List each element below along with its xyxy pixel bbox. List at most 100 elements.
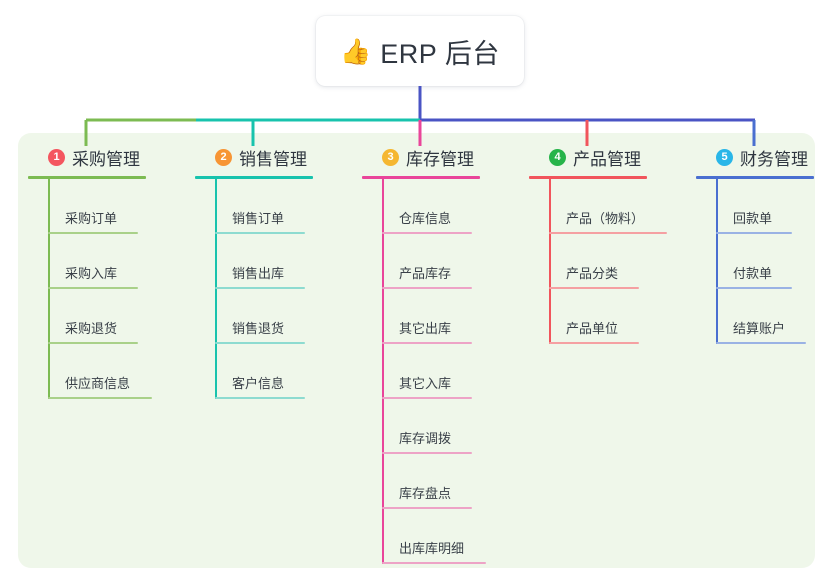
branch-item-label: 产品（物料） bbox=[566, 211, 645, 226]
branch-item-rule bbox=[48, 287, 138, 289]
branch-header-1[interactable]: 1 采购管理 bbox=[28, 144, 146, 170]
branch-item-label: 产品单位 bbox=[566, 321, 619, 336]
branch-spine bbox=[382, 179, 384, 564]
branch-header-rule bbox=[195, 176, 313, 179]
branch-item-label: 出库库明细 bbox=[399, 541, 465, 556]
branch-item[interactable]: 采购退货 bbox=[28, 289, 146, 344]
branch-header-label: 库存管理 bbox=[406, 149, 474, 169]
branch-item-list: 回款单付款单结算账户 bbox=[696, 179, 814, 344]
branch-item-rule bbox=[549, 342, 639, 344]
branch-item-label: 采购订单 bbox=[65, 211, 118, 226]
branch-item-rule bbox=[48, 342, 138, 344]
branch-item[interactable]: 产品库存 bbox=[362, 234, 480, 289]
branch-item-label: 回款单 bbox=[733, 211, 773, 226]
branch-item-rule bbox=[48, 232, 138, 234]
branch-item-rule bbox=[549, 232, 667, 234]
branch-header-rule bbox=[529, 176, 647, 179]
branch-item-rule bbox=[215, 232, 305, 234]
root-node-card[interactable]: 👍 ERP 后台 bbox=[316, 16, 524, 86]
branch-item[interactable]: 采购订单 bbox=[28, 179, 146, 234]
branch-header-label: 采购管理 bbox=[72, 149, 140, 169]
branch-item-rule bbox=[549, 287, 639, 289]
branch-badge-icon: 1 bbox=[48, 148, 65, 166]
branch-item[interactable]: 产品（物料） bbox=[529, 179, 667, 234]
branch-spine bbox=[48, 179, 50, 399]
branch-item-rule bbox=[382, 397, 472, 399]
branch-item-label: 付款单 bbox=[733, 266, 773, 281]
branch-item[interactable]: 销售订单 bbox=[195, 179, 313, 234]
branch-header-5[interactable]: 5 财务管理 bbox=[696, 144, 814, 170]
branch-badge-icon: 5 bbox=[716, 148, 733, 166]
branch-column-5: 5 财务管理回款单付款单结算账户 bbox=[696, 144, 814, 344]
branch-header-rule bbox=[696, 176, 814, 179]
branch-item-rule bbox=[215, 397, 305, 399]
branch-item-rule bbox=[382, 342, 472, 344]
branch-item-label: 产品分类 bbox=[566, 266, 619, 281]
branch-item-label: 销售退货 bbox=[232, 321, 285, 336]
branch-item-label: 产品库存 bbox=[399, 266, 452, 281]
branch-item-label: 采购退货 bbox=[65, 321, 118, 336]
branch-item-label: 库存盘点 bbox=[399, 486, 452, 501]
branch-item[interactable]: 销售出库 bbox=[195, 234, 313, 289]
branch-header-label: 财务管理 bbox=[740, 149, 808, 169]
branch-item-label: 销售出库 bbox=[232, 266, 285, 281]
branch-spine bbox=[215, 179, 217, 399]
branch-item-rule bbox=[382, 287, 472, 289]
branch-item-label: 仓库信息 bbox=[399, 211, 452, 226]
branch-column-4: 4 产品管理产品（物料） 产品分类产品单位 bbox=[529, 144, 667, 344]
branch-badge-icon: 2 bbox=[215, 148, 232, 166]
branch-item-rule bbox=[215, 342, 305, 344]
branch-item-rule bbox=[382, 507, 472, 509]
branch-badge-icon: 3 bbox=[382, 148, 399, 166]
branch-item[interactable]: 回款单 bbox=[696, 179, 814, 234]
branch-item[interactable]: 库存盘点 bbox=[362, 454, 480, 509]
branch-item-list: 采购订单采购入库采购退货供应商信息 bbox=[28, 179, 152, 399]
branch-item[interactable]: 供应商信息 bbox=[28, 344, 152, 399]
branch-item[interactable]: 付款单 bbox=[696, 234, 814, 289]
root-node-content: 👍 ERP 后台 bbox=[340, 32, 500, 71]
branch-header-rule bbox=[28, 176, 146, 179]
branch-item-rule bbox=[215, 287, 305, 289]
branch-item[interactable]: 结算账户 bbox=[696, 289, 814, 344]
branch-item[interactable]: 出库库明细 bbox=[362, 509, 486, 564]
branch-header-label: 产品管理 bbox=[573, 149, 641, 169]
root-node-label: ERP 后台 bbox=[380, 38, 500, 69]
branch-header-4[interactable]: 4 产品管理 bbox=[529, 144, 647, 170]
branch-item-list: 销售订单销售出库销售退货客户信息 bbox=[195, 179, 313, 399]
branch-item[interactable]: 其它入库 bbox=[362, 344, 480, 399]
branch-item[interactable]: 产品分类 bbox=[529, 234, 647, 289]
branch-header-rule bbox=[362, 176, 480, 179]
branch-item-label: 其它出库 bbox=[399, 321, 452, 336]
branch-header-label: 销售管理 bbox=[239, 149, 307, 169]
branch-item[interactable]: 产品单位 bbox=[529, 289, 647, 344]
branch-item-rule bbox=[716, 342, 806, 344]
branch-item-label: 采购入库 bbox=[65, 266, 118, 281]
branch-column-2: 2 销售管理销售订单销售出库销售退货客户信息 bbox=[195, 144, 313, 399]
thumbs-up-icon: 👍 bbox=[340, 37, 372, 66]
branch-item[interactable]: 库存调拨 bbox=[362, 399, 480, 454]
branch-item[interactable]: 其它出库 bbox=[362, 289, 480, 344]
branch-column-3: 3 库存管理仓库信息产品库存其它出库其它入库库存调拨库存盘点出库库明细 bbox=[362, 144, 486, 564]
branch-item-rule bbox=[48, 397, 152, 399]
branch-item-rule bbox=[382, 232, 472, 234]
branch-badge-icon: 4 bbox=[549, 148, 566, 166]
branch-item-label: 客户信息 bbox=[232, 376, 285, 391]
branch-item-list: 仓库信息产品库存其它出库其它入库库存调拨库存盘点出库库明细 bbox=[362, 179, 486, 564]
branch-header-2[interactable]: 2 销售管理 bbox=[195, 144, 313, 170]
branch-item-label: 库存调拨 bbox=[399, 431, 452, 446]
branch-item[interactable]: 客户信息 bbox=[195, 344, 313, 399]
branch-item[interactable]: 采购入库 bbox=[28, 234, 146, 289]
branch-header-3[interactable]: 3 库存管理 bbox=[362, 144, 480, 170]
branch-item-label: 结算账户 bbox=[733, 321, 786, 336]
branch-item[interactable]: 仓库信息 bbox=[362, 179, 480, 234]
branch-panel-background bbox=[18, 133, 815, 568]
branch-item-rule bbox=[382, 562, 486, 564]
branch-item-label: 销售订单 bbox=[232, 211, 285, 226]
branch-item-label: 供应商信息 bbox=[65, 376, 131, 391]
branch-item-rule bbox=[382, 452, 472, 454]
branch-item-rule bbox=[716, 232, 792, 234]
branch-item[interactable]: 销售退货 bbox=[195, 289, 313, 344]
branch-spine bbox=[549, 179, 551, 344]
branch-item-list: 产品（物料） 产品分类产品单位 bbox=[529, 179, 667, 344]
